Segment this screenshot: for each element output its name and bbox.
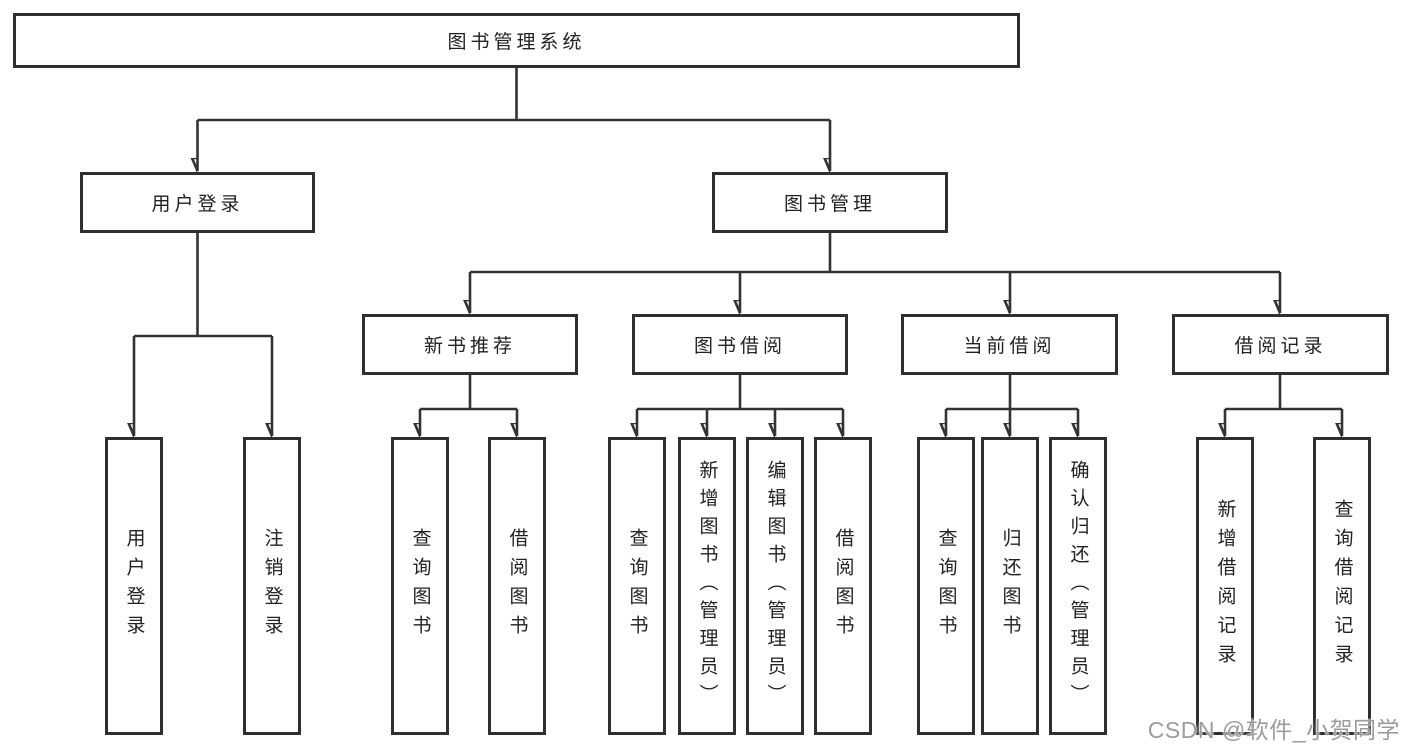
node-label: 图书管理系统 [447,32,586,53]
leaf-edit-book-admin: 编辑图书（管理员） [746,437,804,735]
csdn-watermark: CSDN @软件_小贺同学 [1147,717,1400,743]
leaf-query-borrow-record: 查询借阅记录 [1313,437,1371,735]
leaf-logout: 注销登录 [243,437,301,735]
leaf-borrow-books-2: 借阅图书 [814,437,872,735]
leaf-add-book-admin: 新增图书（管理员） [678,437,736,735]
leaf-label: 查询图书 [409,528,431,644]
leaf-label: 编辑图书（管理员） [764,460,786,712]
leaf-label: 查询图书 [626,528,648,644]
leaf-label: 查询借阅记录 [1331,499,1353,673]
leaf-label: 新增借阅记录 [1214,499,1236,673]
leaf-label: 注销登录 [261,528,283,644]
node-label: 当前借阅 [963,336,1056,357]
leaf-query-books-1: 查询图书 [391,437,449,735]
leaf-confirm-return-admin: 确认归还（管理员） [1049,437,1107,735]
node-label: 借阅记录 [1234,336,1327,357]
leaf-return-books: 归还图书 [981,437,1039,735]
leaf-query-books-2: 查询图书 [608,437,666,735]
node-label: 新书推荐 [423,336,516,357]
leaf-borrow-books-1: 借阅图书 [488,437,546,735]
node-book-borrowing: 图书借阅 [632,314,848,375]
leaf-label: 用户登录 [123,528,145,644]
node-label: 用户登录 [151,194,244,215]
node-borrowing-records: 借阅记录 [1172,314,1389,375]
leaf-label: 借阅图书 [832,528,854,644]
leaf-query-books-3: 查询图书 [917,437,975,735]
leaf-label: 新增图书（管理员） [696,460,718,712]
node-user-login: 用户登录 [80,172,315,233]
node-library-management-system: 图书管理系统 [13,13,1020,68]
node-book-management: 图书管理 [712,172,948,233]
connector-trunks [134,68,1342,411]
node-label: 图书借阅 [693,336,786,357]
leaf-label: 确认归还（管理员） [1067,460,1089,712]
node-label: 图书管理 [783,194,876,215]
node-new-book-recommend: 新书推荐 [362,314,578,375]
leaf-label: 借阅图书 [506,528,528,644]
leaf-user-login: 用户登录 [105,437,163,735]
leaf-add-borrow-record: 新增借阅记录 [1196,437,1254,735]
node-current-borrowing: 当前借阅 [901,314,1118,375]
leaf-label: 查询图书 [935,528,957,644]
leaf-label: 归还图书 [999,528,1021,644]
